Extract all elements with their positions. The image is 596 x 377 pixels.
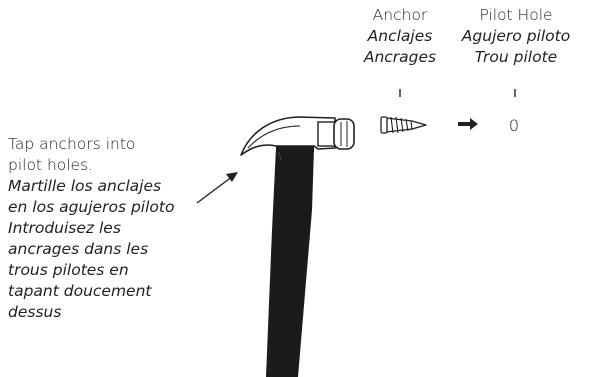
anchor-title: Anchor: [372, 6, 428, 24]
instruction-french-2: ancrages dans les: [8, 240, 149, 258]
right-arrow-icon: [458, 118, 478, 130]
pilot-hole-label: Pilot Hole Agujero piloto Trou pilote: [446, 5, 586, 68]
hammer-icon: [240, 116, 355, 377]
pilot-hole-title-spanish: Agujero piloto: [461, 27, 571, 45]
pilot-hole-title: Pilot Hole: [479, 6, 553, 24]
instruction-french-1: Introduisez les: [8, 219, 121, 237]
instruction-english-2: pilot holes.: [8, 156, 94, 174]
anchor-title-french: Ancrages: [363, 48, 437, 66]
instruction-french-3: trous pilotes en: [8, 261, 129, 279]
anchor-title-spanish: Anclajes: [367, 27, 433, 45]
instruction-english-1: Tap anchors into: [8, 135, 136, 153]
instruction-spanish-2: en los agujeros piloto: [8, 198, 175, 216]
pointer-arrow-icon: [196, 172, 238, 204]
instruction-spanish-1: Martille los anclajes: [8, 177, 162, 195]
instructions-text: Tap anchors into pilot holes. Martille l…: [8, 134, 203, 323]
instruction-french-4: tapant doucement: [8, 282, 152, 300]
pilot-hole-symbol: 0: [509, 116, 519, 135]
instruction-french-5: dessus: [8, 303, 62, 321]
anchor-icon: [380, 116, 427, 134]
pilot-hole-title-french: Trou pilote: [474, 48, 558, 66]
anchor-label: Anchor Anclajes Ancrages: [330, 5, 470, 68]
